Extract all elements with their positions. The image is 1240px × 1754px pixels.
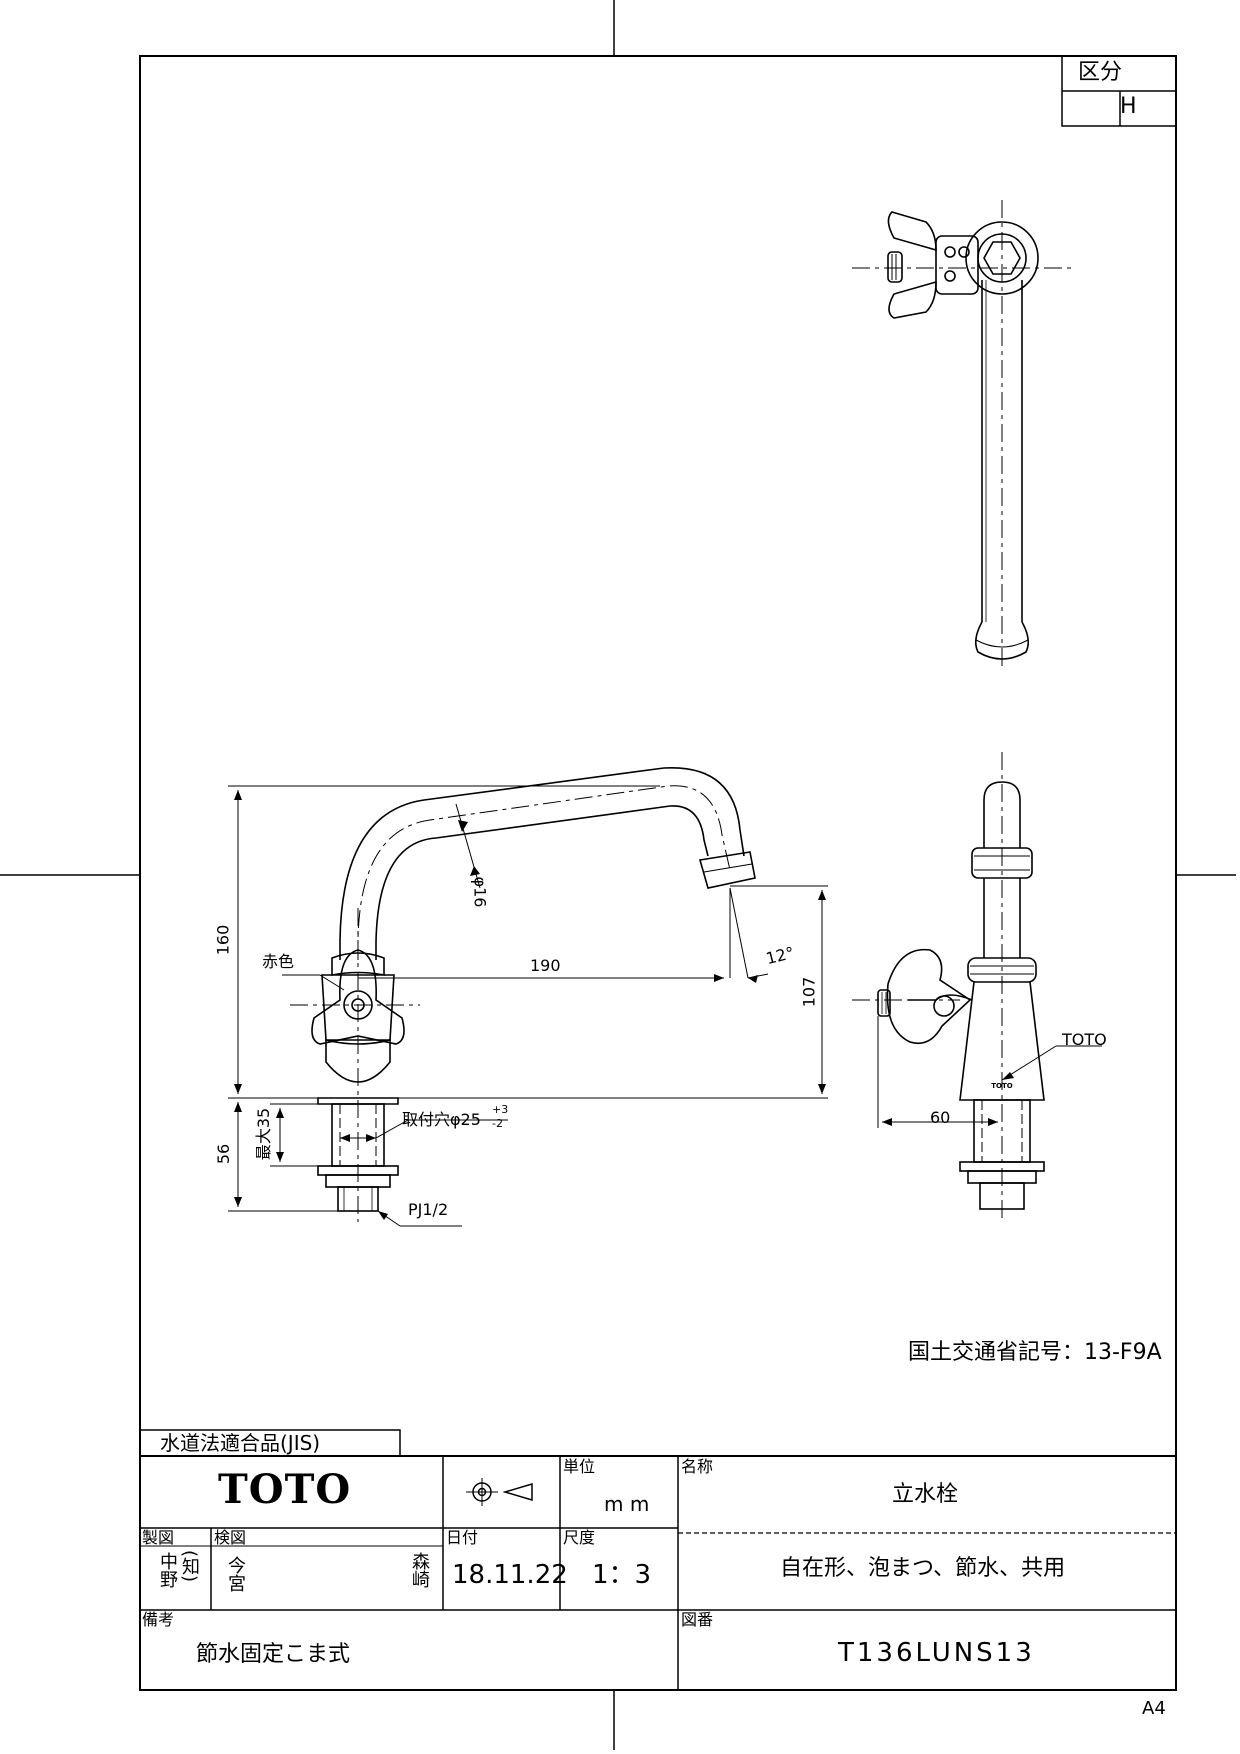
classification-value: H <box>1120 94 1137 119</box>
brand-logo: TOTO <box>218 1466 352 1513</box>
dim-mount-max: 最大35 <box>254 1107 274 1161</box>
top-view <box>852 200 1072 668</box>
checked-name-2: 森崎 <box>409 1552 430 1588</box>
jis-label: 水道法適合品(JIS) <box>160 1431 321 1455</box>
front-view <box>290 767 756 1222</box>
drawn-suffix: (知) <box>179 1550 200 1583</box>
name-label: 名称 <box>681 1457 714 1476</box>
checked-name-1: 今宮 <box>225 1556 246 1592</box>
classification-header: 区分 <box>1078 60 1123 85</box>
dim-reach: 190 <box>530 956 561 975</box>
front-dimensions <box>228 785 828 1227</box>
label-red-color: 赤色 <box>262 952 295 971</box>
dim-hole: 取付穴φ25 <box>402 1110 481 1129</box>
paper-size: A4 <box>1142 1698 1166 1719</box>
scale-label: 尺度 <box>563 1528 596 1547</box>
drawn-label: 製図 <box>142 1528 175 1547</box>
remarks-value: 節水固定こま式 <box>196 1642 351 1667</box>
side-dimensions <box>877 1016 1102 1128</box>
dim-spout-height: 107 <box>799 976 819 1008</box>
scale-value: 1：3 <box>592 1560 652 1590</box>
unit-value: m m <box>604 1492 650 1516</box>
dim-mount-length: 56 <box>214 1143 234 1165</box>
drawing-number-label: 図番 <box>681 1610 714 1629</box>
dim-height-total: 160 <box>213 924 233 956</box>
unit-label: 単位 <box>563 1457 596 1476</box>
date-value: 18.11.22 <box>452 1560 568 1590</box>
dim-tol-minus: -2 <box>492 1117 503 1130</box>
date-label: 日付 <box>446 1528 479 1547</box>
mlit-code: 国土交通省記号：13-F9A <box>908 1340 1162 1365</box>
drawing-number: T136LUNS13 <box>838 1638 1035 1668</box>
remarks-label: 備考 <box>142 1610 175 1629</box>
side-toto-mark-text: TOTO <box>991 1082 1013 1090</box>
dim-offset: 60 <box>930 1108 951 1127</box>
name-value: 立水栓 <box>892 1482 959 1507</box>
dim-tol-plus: +3 <box>492 1103 509 1116</box>
drawing-border <box>139 55 1177 1691</box>
dim-thread: PJ1/2 <box>408 1200 449 1219</box>
description: 自在形、泡まつ、節水、共用 <box>780 1556 1066 1581</box>
checked-label: 検図 <box>214 1528 247 1547</box>
drawn-name: 中野 <box>157 1552 178 1588</box>
side-view <box>852 752 1045 1222</box>
label-toto-side: TOTO <box>1062 1030 1107 1049</box>
dim-spout-diameter: φ16 <box>470 876 490 908</box>
